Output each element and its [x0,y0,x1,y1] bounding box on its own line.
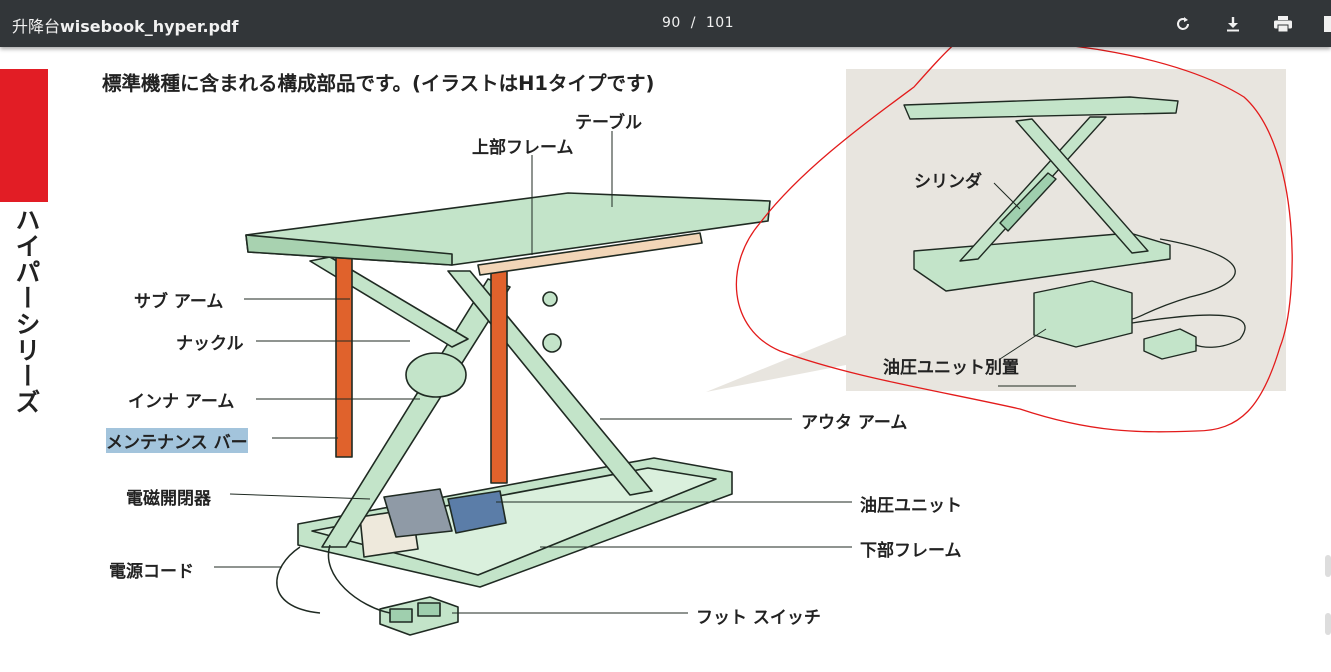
rotate-icon [1177,17,1189,30]
label-table: テーブル [575,113,642,133]
label-outer-arm: アウタ アーム [801,413,908,433]
label-upper-frame: 上部フレーム [472,138,574,158]
inset-cylinder [999,172,1057,232]
label-power-cord: 電源コード [109,562,194,582]
power-cord [276,546,321,614]
label-maintenance-bar: メンテナンス バー [106,428,248,453]
label-separate-unit: 油圧ユニット別置 [883,358,1019,378]
download-icon [1227,17,1239,32]
pdf-page: ハイパーシリーズ 標準機種に含まれる構成部品です。(イラストはH1タイプです) [0,47,1331,672]
page-separator: / [690,15,696,31]
page-indicator: 90 / 101 [662,15,734,31]
series-side-title: ハイパーシリーズ [12,207,41,415]
label-knuckle: ナックル [176,334,244,354]
title-prefix: 升降台 [12,17,61,36]
red-annotation-loop [735,47,1293,433]
sub-arm [309,256,469,348]
print-button[interactable] [1271,12,1295,36]
foot-switch-cord [327,544,391,614]
more-menu-partial[interactable] [1318,14,1331,34]
page-total: 101 [705,15,735,31]
label-lower-frame: 下部フレーム [860,541,962,561]
leader-separate-unit [999,328,1047,360]
section-color-tab [0,69,48,202]
leader-solenoid [229,493,371,500]
upper-frame-rail [477,232,703,276]
label-cylinder: シリンダ [914,172,982,192]
pdf-toolbar: 升降台wisebook_hyper.pdf 90 / 101 [0,0,1331,47]
inset-hydraulic-unit [1033,280,1133,348]
table-edge-front [245,234,453,266]
inset-table [903,96,1179,120]
scroll-hint-bottom[interactable] [1325,613,1331,635]
inset-cord [1131,314,1246,348]
hydraulic-motor [383,488,453,538]
pedal-left [389,608,413,623]
knuckle-roller [405,352,467,398]
maintenance-bar-left [335,256,353,458]
page-heading: 標準機種に含まれる構成部品です。(イラストはH1タイプです) [102,72,655,95]
inset-foot-switch [1143,328,1197,360]
pedal-right [417,602,441,617]
label-inner-arm: インナ アーム [128,392,235,412]
hydraulic-pump [447,490,507,534]
arm-pin [542,291,558,307]
leader-cylinder [993,182,1021,210]
inset-outer-arm [1015,118,1149,254]
knuckle-pin [542,333,562,353]
label-sub-arm: サブ アーム [134,292,224,312]
more-icon [1324,16,1331,32]
scroll-hint-top[interactable] [1325,555,1331,577]
label-hydraulic-unit: 油圧ユニット [860,496,962,516]
lift-table-illustration [214,47,1293,636]
label-solenoid: 電磁開閉器 [126,489,211,509]
title-filename: wisebook_hyper.pdf [60,17,239,36]
label-foot-switch: フット スイッチ [696,608,821,628]
print-icon [1274,16,1292,33]
page-current[interactable]: 90 [662,15,681,31]
rotate-button[interactable] [1171,12,1195,36]
document-title: 升降台wisebook_hyper.pdf [12,13,238,37]
maintenance-bar-right [490,264,508,484]
inset-hose [1131,238,1236,320]
download-button[interactable] [1221,12,1245,36]
